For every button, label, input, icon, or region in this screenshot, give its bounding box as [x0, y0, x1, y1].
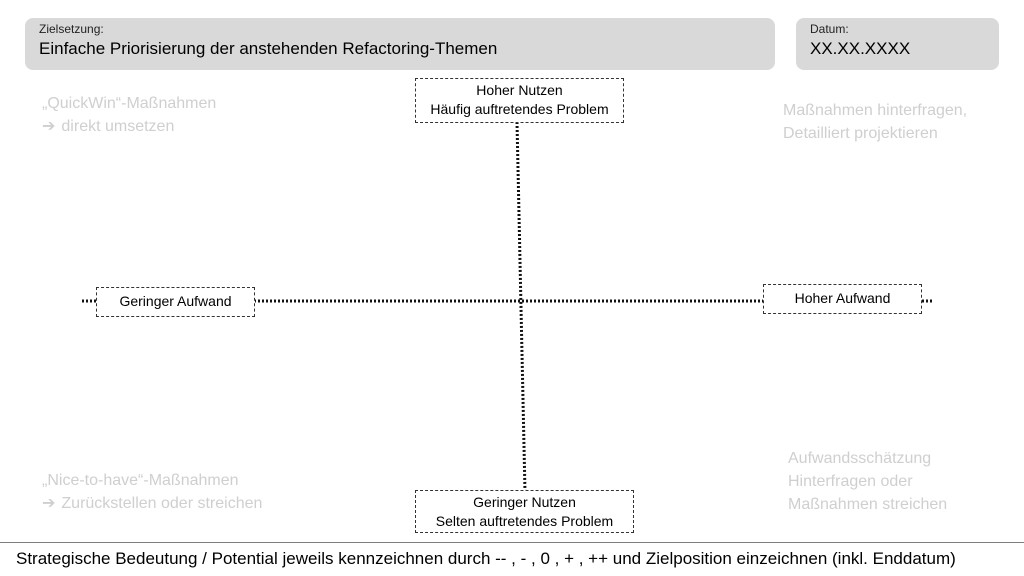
- quadrant-bottom-left-title: „Nice-to-have“-Maßnahmen: [42, 472, 239, 489]
- quadrant-bottom-right-line2: Hinterfragen oder: [788, 473, 913, 490]
- axis-left-text: Geringer Aufwand: [119, 293, 232, 309]
- quadrant-top-left-action: direkt umsetzen: [61, 118, 175, 135]
- axis-label-top: Hoher Nutzen Häufig auftretendes Problem: [415, 78, 624, 123]
- axis-label-bottom: Geringer Nutzen Selten auftretendes Prob…: [415, 490, 634, 533]
- axis-bottom-line2: Selten auftretendes Problem: [435, 513, 614, 529]
- axis-top-line2: Häufig auftretendes Problem: [430, 101, 609, 117]
- axis-top-line1: Hoher Nutzen: [476, 82, 563, 98]
- vertical-axis: [515, 121, 527, 493]
- quadrant-top-right: Maßnahmen hinterfragen, Detailliert proj…: [783, 99, 967, 145]
- goal-box: Zielsetzung: Einfache Priorisierung der …: [25, 18, 775, 70]
- axis-right-text: Hoher Aufwand: [794, 290, 891, 306]
- footer-divider: [0, 542, 1024, 543]
- quadrant-top-left-title: „QuickWin“-Maßnahmen: [42, 95, 217, 112]
- date-box: Datum: XX.XX.XXXX: [796, 18, 999, 70]
- arrow-right-icon: ➔: [42, 118, 56, 135]
- axis-label-right: Hoher Aufwand: [763, 284, 922, 314]
- arrow-right-icon: ➔: [42, 495, 56, 512]
- date-value: XX.XX.XXXX: [810, 39, 911, 58]
- axis-bottom-line1: Geringer Nutzen: [473, 494, 576, 510]
- footer-instruction: Strategische Bedeutung / Potential jewei…: [16, 549, 956, 568]
- quadrant-bottom-left-action: Zurückstellen oder streichen: [61, 495, 263, 512]
- quadrant-top-left: „QuickWin“-Maßnahmen ➔ direkt umsetzen: [42, 92, 216, 138]
- quadrant-bottom-right-line1: Aufwandsschätzung: [788, 450, 932, 467]
- date-label: Datum:: [810, 22, 849, 36]
- quadrant-top-right-line1: Maßnahmen hinterfragen,: [783, 102, 968, 119]
- goal-label: Zielsetzung:: [39, 22, 104, 36]
- quadrant-bottom-right: Aufwandsschätzung Hinterfragen oder Maßn…: [788, 447, 947, 516]
- quadrant-bottom-right-line3: Maßnahmen streichen: [788, 496, 948, 513]
- quadrant-bottom-left: „Nice-to-have“-Maßnahmen ➔ Zurückstellen …: [42, 469, 262, 515]
- axis-label-left: Geringer Aufwand: [96, 287, 255, 317]
- quadrant-top-right-line2: Detailliert projektieren: [783, 125, 938, 142]
- goal-value: Einfache Priorisierung der anstehenden R…: [39, 39, 498, 58]
